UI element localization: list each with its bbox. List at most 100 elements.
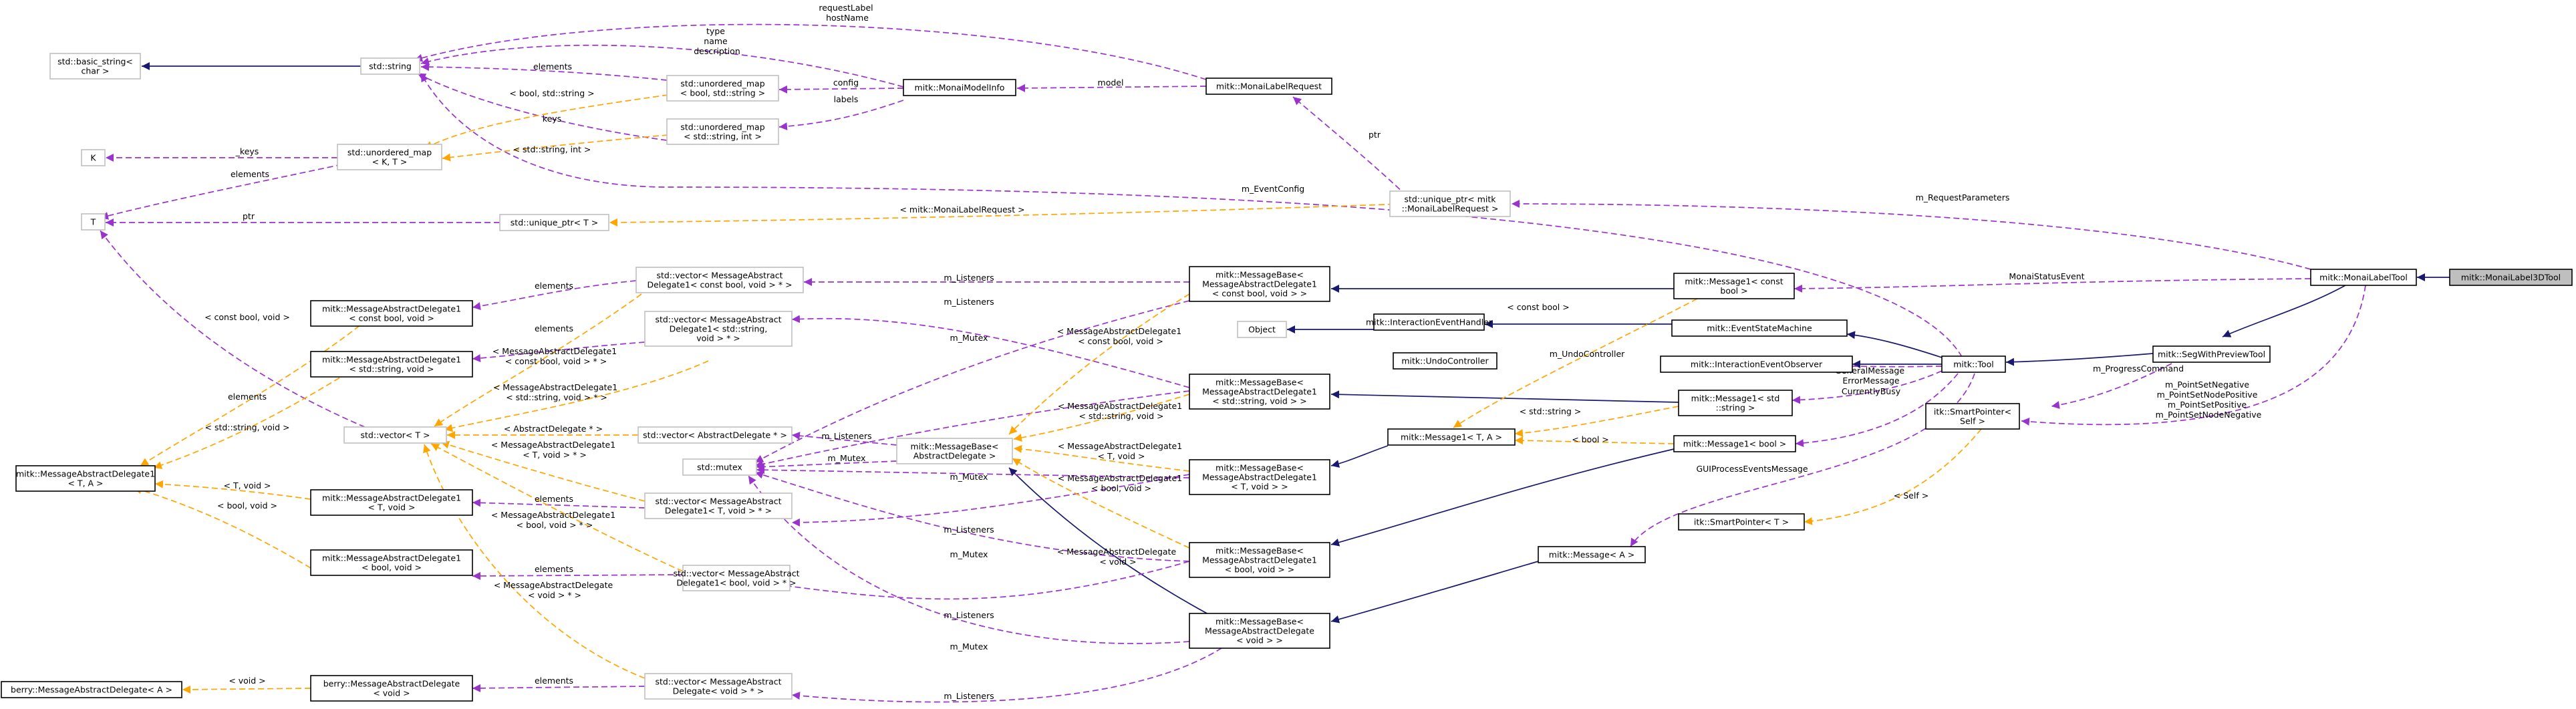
node-mad1-bool-void-line-1: mitk::MessageAbstractDelegate1 <box>322 553 461 563</box>
node-umap-string-int[interactable]: std::unordered_map< std::string, int > <box>666 118 779 145</box>
node-event-state-machine[interactable]: mitk::EventStateMachine <box>1671 319 1848 337</box>
node-undo-controller-line-1: mitk::UndoController <box>1401 356 1489 366</box>
node-object[interactable]: Object <box>1237 321 1287 338</box>
node-messagebase-void[interactable]: mitk::MessageBase<MessageAbstractDelegat… <box>1189 613 1330 649</box>
edge-request-string <box>414 23 1207 80</box>
node-messagebase-bool-line-2: MessageAbstractDelegate1 <box>1202 555 1317 565</box>
node-event-state-machine-line-1: mitk::EventStateMachine <box>1707 323 1812 333</box>
node-string-text: std::string <box>369 61 412 72</box>
node-messagebase-t-line-1: mitk::MessageBase< <box>1215 463 1304 473</box>
node-messagebase-const-bool[interactable]: mitk::MessageBase<MessageAbstractDelegat… <box>1189 266 1330 302</box>
node-monai-label-3d-tool-line-1: mitk::MonaiLabel3DTool <box>2461 273 2561 283</box>
node-message1-bool[interactable]: mitk::Message1< bool > <box>1673 435 1796 452</box>
node-messagebase-bool[interactable]: mitk::MessageBase<MessageAbstractDelegat… <box>1189 542 1330 578</box>
node-mad1-t-void[interactable]: mitk::MessageAbstractDelegate1< T, void … <box>310 489 473 516</box>
node-message-a[interactable]: mitk::Message< A > <box>1538 546 1646 563</box>
edge-mad1cb-mad1ta <box>140 313 375 466</box>
node-unique-ptr-monai[interactable]: std::unique_ptr< mitk::MonaiLabelRequest… <box>1389 190 1511 217</box>
node-umap-string-int-line-1: std::unordered_map <box>680 122 764 132</box>
node-mad1-t-void-line-2: < T, void > <box>368 503 416 513</box>
node-messagebase-t[interactable]: mitk::MessageBase<MessageAbstractDelegat… <box>1189 459 1330 495</box>
node-messagebase-bool-line-3: < bool, void > > <box>1225 565 1294 575</box>
node-message-a-line-1: mitk::Message< A > <box>1549 550 1634 560</box>
node-berry-mad-a-text: berry::MessageAbstractDelegate< A > <box>11 685 172 695</box>
edge-berryvoid-berryA <box>182 685 311 694</box>
edge-mbvoid-mbad <box>1008 467 1210 615</box>
node-interaction-event-observer[interactable]: mitk::InteractionEventObserver <box>1660 356 1853 373</box>
node-monai-label-request[interactable]: mitk::MonaiLabelRequest <box>1205 78 1332 95</box>
edge-monaitool-segpreview <box>2222 285 2346 337</box>
label-mad1t-l1: < MessageAbstractDelegate1 <box>1058 441 1182 451</box>
edge-mbstring-mbad <box>1013 394 1190 442</box>
label-m-listeners-6: m_Listeners <box>944 691 994 701</box>
label-m-listeners-1: m_Listeners <box>944 273 994 283</box>
node-monai-label-request-text: mitk::MonaiLabelRequest <box>1216 82 1322 92</box>
node-k[interactable]: K <box>81 149 106 166</box>
node-undo-controller[interactable]: mitk::UndoController <box>1393 352 1497 370</box>
node-messagebase-string[interactable]: mitk::MessageBase<MessageAbstractDelegat… <box>1189 374 1330 410</box>
node-seg-with-preview-tool[interactable]: mitk::SegWithPreviewTool <box>2152 345 2271 363</box>
node-messagebase-void-line-2: MessageAbstractDelegate <box>1205 626 1314 636</box>
node-seg-with-preview-tool-text: mitk::SegWithPreviewTool <box>2158 349 2265 360</box>
node-messagebase-ad[interactable]: mitk::MessageBase<AbstractDelegate > <box>896 438 1013 464</box>
label-guiprocess: GUIProcessEventsMessage <box>1696 464 1808 474</box>
label-m-eventconfig: m_EventConfig <box>1242 184 1304 194</box>
node-mad1-const-bool-void-line-1: mitk::MessageAbstractDelegate1 <box>322 304 461 314</box>
node-itk-smartpointer-self[interactable]: itk::SmartPointer<Self > <box>1925 403 2020 430</box>
label-monai-request: < mitk::MonaiLabelRequest > <box>899 204 1024 215</box>
label-keys: keys <box>543 114 561 124</box>
node-t-text: T <box>90 217 96 227</box>
node-message1-ta[interactable]: mitk::Message1< T, A > <box>1387 428 1516 446</box>
label-mad1b-l2: < bool, void > <box>1091 483 1151 493</box>
node-vec-ad[interactable]: std::vector< AbstractDelegate * > <box>637 426 793 444</box>
node-mad1-const-bool-void[interactable]: mitk::MessageAbstractDelegate1< const bo… <box>310 300 473 327</box>
node-tool[interactable]: mitk::Tool <box>1941 356 2006 373</box>
node-vec-t[interactable]: std::vector< T > <box>343 426 447 444</box>
node-basic-string[interactable]: std::basic_string<char > <box>49 53 141 80</box>
label-tnd-l3: description <box>694 46 740 56</box>
node-monai-label-tool[interactable]: mitk::MonaiLabelTool <box>2310 269 2417 286</box>
node-vec-t-text: std::vector< T > <box>361 430 430 440</box>
node-monai-model-info[interactable]: mitk::MonaiModelInfo <box>903 79 1016 96</box>
node-itk-smartpointer-t[interactable]: itk::SmartPointer< T > <box>1678 513 1805 531</box>
node-monai-label-request-line-1: mitk::MonaiLabelRequest <box>1216 82 1322 92</box>
node-mad1-ta[interactable]: mitk::MessageAbstractDelegate1< T, A > <box>15 465 156 492</box>
node-umap-bool-string[interactable]: std::unordered_map< bool, std::string > <box>666 75 779 102</box>
node-message1-string-line-2: ::string > <box>1716 403 1755 413</box>
label-mad-void: < MessageAbstractDelegate < void > <box>1057 547 1179 567</box>
node-message1-string[interactable]: mitk::Message1< std::string > <box>1678 390 1793 416</box>
edge-mbbool-mutex <box>754 470 1190 562</box>
node-message1-bool-line-1: mitk::Message1< bool > <box>1683 439 1787 449</box>
node-mutex[interactable]: std::mutex <box>682 458 757 476</box>
node-messagebase-void-line-3: < void > > <box>1236 635 1283 646</box>
label-mad1s-l2: < std::string, void > <box>1079 411 1164 421</box>
node-unique-ptr-t[interactable]: std::unique_ptr< T > <box>499 214 609 231</box>
node-messagebase-t-text: mitk::MessageBase<MessageAbstractDelegat… <box>1202 463 1317 492</box>
node-t[interactable]: T <box>81 213 106 231</box>
edge-monaitool-itkself <box>2021 285 2366 426</box>
node-mad1-bool-void[interactable]: mitk::MessageAbstractDelegate1< bool, vo… <box>310 549 473 576</box>
node-string[interactable]: std::string <box>360 57 420 75</box>
node-berry-mad-void[interactable]: berry::MessageAbstractDelegate< void > <box>310 675 473 702</box>
node-messagebase-ad-line-1: mitk::MessageBase< <box>911 442 999 452</box>
node-umap-kt[interactable]: std::unordered_map< K, T > <box>337 144 442 170</box>
label-mad1bp-l2: < bool, void > * > <box>517 520 593 530</box>
node-monai-label-3d-tool[interactable]: mitk::MonaiLabel3DTool <box>2449 269 2573 286</box>
edge-info-string <box>420 44 904 88</box>
label-mad1-const-bool: < MessageAbstractDelegate1 < const bool,… <box>1057 326 1184 346</box>
node-vec-mad-void-line-2: Delegate< void > * > <box>673 686 764 696</box>
edge-segpreview-tool <box>2005 353 2154 366</box>
node-mad1-bool-void-line-2: < bool, void > <box>362 563 422 573</box>
node-interaction-event-handler[interactable]: mitk::InteractionEventHandler <box>1366 313 1493 331</box>
edge-m1constbool-m1ta <box>1453 298 1698 428</box>
node-mad1-string-void[interactable]: mitk::MessageAbstractDelegate1< std::str… <box>310 351 473 378</box>
node-berry-mad-a[interactable]: berry::MessageAbstractDelegate< A > <box>1 681 182 698</box>
